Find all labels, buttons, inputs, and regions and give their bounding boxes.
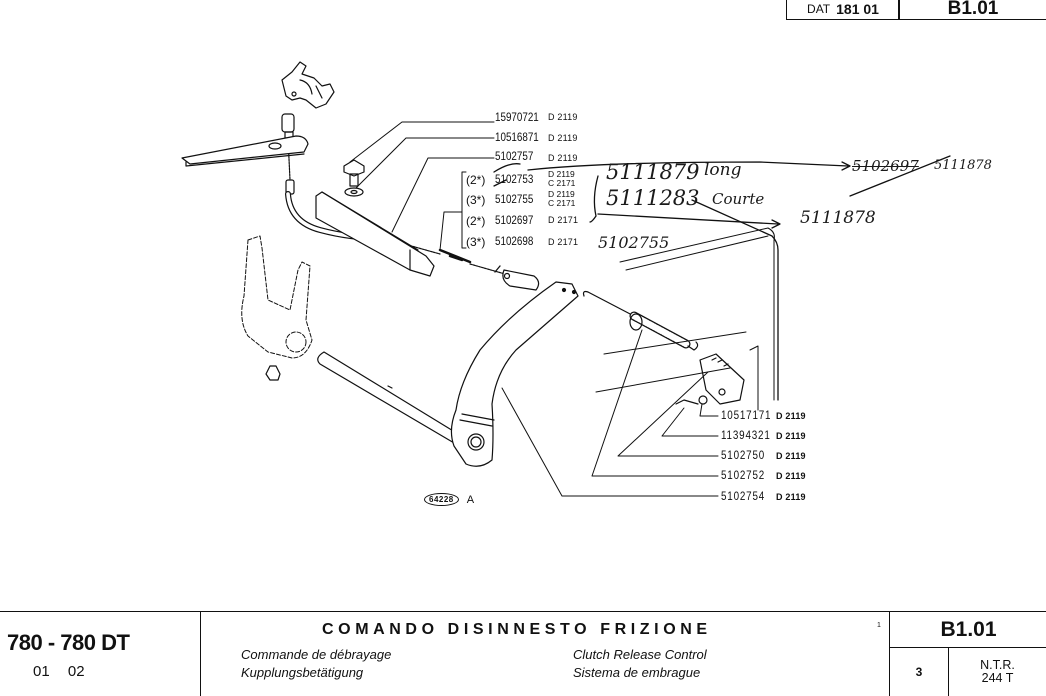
title-block: 780 - 780 DT 01 02 COMANDO DISINNESTO FR… <box>0 611 1046 696</box>
pedal-shaft <box>317 351 469 451</box>
page-code-cell: B1.01 3 N.T.R. 244 T <box>889 612 1046 696</box>
part-number: 5102757 <box>495 149 534 163</box>
handwritten-word-long: long <box>704 160 742 180</box>
shift-fork <box>241 235 313 359</box>
handwritten-annotations <box>493 155 951 401</box>
page-title: COMANDO DISINNESTO FRIZIONE <box>322 621 712 638</box>
grease-nipple <box>265 365 281 381</box>
part-code: D 2119 <box>548 189 575 199</box>
part-number: 5102755 <box>495 192 534 206</box>
part-code: D 2119 <box>776 471 806 481</box>
clutch-pedal-lever <box>450 281 579 467</box>
handwritten-part-courte: 5111283 <box>606 186 700 210</box>
handwritten-struck-part: 5102697 <box>852 157 919 175</box>
part-number: 10516871 <box>495 130 539 144</box>
part-code: D 2119 <box>548 169 575 179</box>
dat-number: 181 01 <box>836 0 879 17</box>
spring-bracket <box>699 353 745 405</box>
qty-note: (2*) <box>466 173 486 187</box>
ntr-label: N.T.R. <box>980 657 1015 672</box>
part-number: 5102697 <box>495 213 534 227</box>
title-superscript: 1 <box>877 622 881 629</box>
handwritten-arrow-target: 5111878 <box>934 158 992 173</box>
dat-label: DAT <box>807 1 831 16</box>
model-codes: 01 02 <box>33 663 85 680</box>
part-number: 5102752 <box>721 468 766 482</box>
part-code: D 2119 <box>548 133 578 143</box>
part-code: D 2171 <box>548 215 579 225</box>
part-code: C 2171 <box>548 178 576 188</box>
part-code: D 2119 <box>548 112 578 122</box>
part-number: 5102750 <box>721 448 766 462</box>
qty-note: (2*) <box>466 214 486 228</box>
return-spring <box>582 290 699 351</box>
title-spanish: Sistema de embrague <box>573 665 701 680</box>
dat-box: DAT 181 01 <box>786 0 900 20</box>
part-number: 5102698 <box>495 234 534 248</box>
ntr-cell: N.T.R. 244 T <box>948 647 1046 696</box>
title-german: Kupplungsbetätigung <box>241 665 364 680</box>
title-french: Commande de débrayage <box>241 647 392 662</box>
part-code: C 2171 <box>548 198 576 208</box>
part-code: D 2119 <box>776 431 806 441</box>
sheet-number: 3 <box>890 647 949 696</box>
part-code: D 2119 <box>548 153 578 163</box>
part-code: D 2119 <box>776 451 806 461</box>
triangular-bracket <box>181 135 309 167</box>
handwritten-part-long: 5111879 <box>606 160 700 184</box>
title-english: Clutch Release Control <box>573 647 707 662</box>
model-name: 780 - 780 DT <box>7 630 130 655</box>
bracket-bolt <box>675 399 699 405</box>
figure-letter: A <box>466 493 475 506</box>
part-code: D 2119 <box>776 411 806 421</box>
part-number: 10517171 <box>721 408 772 422</box>
leader-lines-upper <box>349 121 495 251</box>
part-code: D 2119 <box>776 492 806 502</box>
qty-note: (3*) <box>466 193 486 207</box>
header-page-code: B1.01 <box>898 0 1046 20</box>
part-number: 5102754 <box>721 489 766 503</box>
qty-note: (3*) <box>466 235 486 249</box>
bracket-washer <box>698 395 708 405</box>
footer-page-code: B1.01 <box>890 612 1046 648</box>
part-number: 11394321 <box>721 428 771 442</box>
handwritten-note-5102755: 5102755 <box>598 233 670 252</box>
handwritten-word-courte: Courte <box>712 190 765 208</box>
vehicle-panel <box>595 227 775 411</box>
leader-lines-lower <box>501 329 719 497</box>
figure-number: 64228 <box>424 493 459 506</box>
bolt-and-washer <box>343 159 365 197</box>
ntr-value: 244 T <box>981 670 1014 685</box>
exploded-diagram <box>181 61 951 497</box>
part-number: 15970721 <box>495 110 539 124</box>
cable-clevis <box>502 269 540 291</box>
model-cell: 780 - 780 DT 01 02 <box>0 612 201 696</box>
fork-clip-part <box>281 61 335 109</box>
figure-reference: 64228 A <box>424 493 474 506</box>
cable-support-plate <box>315 191 435 277</box>
handwritten-lower-target: 5111878 <box>800 208 876 228</box>
part-code: D 2171 <box>548 237 579 247</box>
part-number: 5102753 <box>495 172 534 186</box>
